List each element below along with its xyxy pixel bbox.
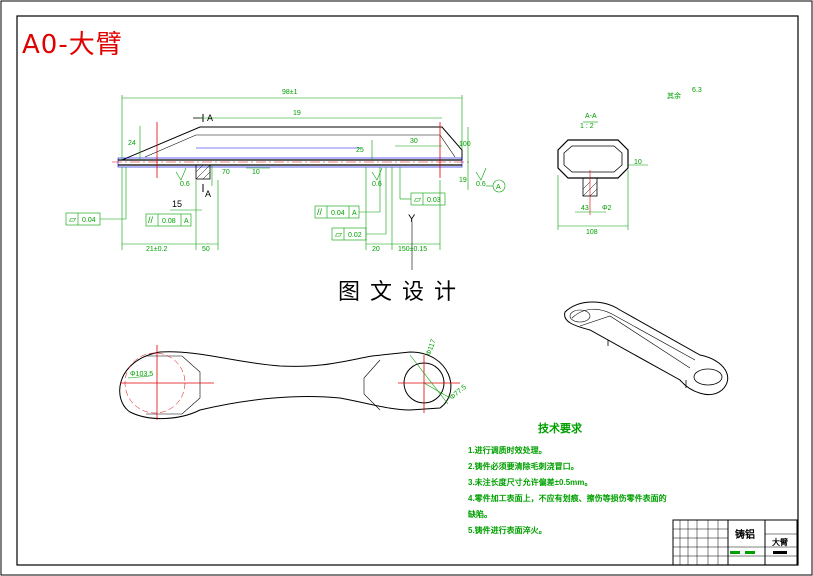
roughness-general: 6.3: [692, 87, 702, 94]
section-view: [557, 121, 648, 230]
dim-25: 25: [356, 147, 364, 154]
dim-24: 24: [128, 140, 136, 147]
dim-10: 10: [252, 169, 260, 176]
tech-item: 3.未注长度尺寸允许偏差±0.5mm。: [468, 478, 593, 487]
dim-overall-length: 98±1: [282, 89, 298, 96]
gdt-par-left: 0.08: [162, 218, 176, 225]
datum-a: A: [496, 184, 501, 191]
roughness-right: 0.6: [372, 181, 382, 188]
title-block-material: 铸铝: [735, 530, 755, 541]
tech-item: 2.铸件必须要清除毛刺浇冒口。: [468, 462, 579, 471]
sec-dim-10: 10: [634, 159, 642, 166]
dim-20: 20: [372, 246, 380, 253]
dim-19-top: 19: [293, 110, 301, 117]
drawing-title: A0-大臂: [22, 30, 123, 60]
flatness-symbol-left: ▱: [69, 214, 76, 224]
section-label: A-A: [585, 113, 597, 120]
tech-item: 1.进行调质时效处理。: [468, 446, 547, 455]
gdt-par-right-ref: A: [352, 210, 357, 217]
sec-dim-62: Φ2: [602, 205, 612, 212]
tech-item: 5.铸件进行表面淬火。: [468, 526, 547, 535]
roughness-left: 0.6: [180, 181, 190, 188]
dim-15: 15: [172, 199, 182, 209]
dim-150: 150±0.15: [398, 246, 427, 253]
tech-requirements-list: 1.进行调质时效处理。 2.铸件必须要清除毛刺浇冒口。 3.未注长度尺寸允许偏差…: [468, 443, 668, 539]
sec-dim-108: 108: [586, 229, 598, 236]
section-letter-a2: A: [205, 189, 211, 199]
tech-item: 4.零件加工表面上，不应有划痕、擦伤等损伤零件表面的缺陷。: [468, 494, 667, 519]
gdt-par-right: 0.04: [331, 210, 345, 217]
gdt-flat-left: 0.04: [82, 217, 96, 224]
watermark-text: 图文设计: [338, 280, 467, 305]
parallel-symbol-right: //: [317, 207, 323, 217]
circle-right-dim-b: Φ77.5: [449, 384, 468, 402]
circle-left-dim: Φ103.5: [130, 371, 153, 378]
gdt-par-left-ref: A: [184, 218, 189, 225]
title-block-part-name: 大臂: [772, 538, 788, 547]
roughness-far: 0.6: [476, 181, 486, 188]
parallel-symbol-left: //: [148, 215, 154, 225]
tech-requirements-heading: 技术要求: [538, 423, 582, 435]
dim-30: 30: [410, 138, 418, 145]
dim-50: 50: [202, 246, 210, 253]
dim-100: 100: [459, 141, 471, 148]
plan-view: [119, 345, 460, 420]
letter-y: Y: [408, 213, 416, 225]
dim-21: 21±0.2: [146, 246, 167, 253]
isometric-view: [564, 301, 729, 395]
flatness-symbol-right1: ▱: [414, 194, 421, 204]
dim-19-right: 19: [459, 177, 467, 184]
front-view: [65, 95, 506, 270]
gdt-flat-right1: 0.03: [427, 197, 441, 204]
section-scale: 1 : 2: [580, 123, 594, 130]
sec-dim-43: 43: [581, 205, 589, 212]
gdt-flat-right2: 0.02: [348, 232, 362, 239]
section-letter-a1: A: [207, 113, 213, 123]
dim-70: 70: [222, 169, 230, 176]
flatness-symbol-right2: ▱: [335, 229, 342, 239]
circle-right-dim-a: Φ117: [425, 338, 437, 356]
title-block-frame: [672, 519, 798, 566]
surface-finish-label: 其余: [667, 91, 681, 100]
